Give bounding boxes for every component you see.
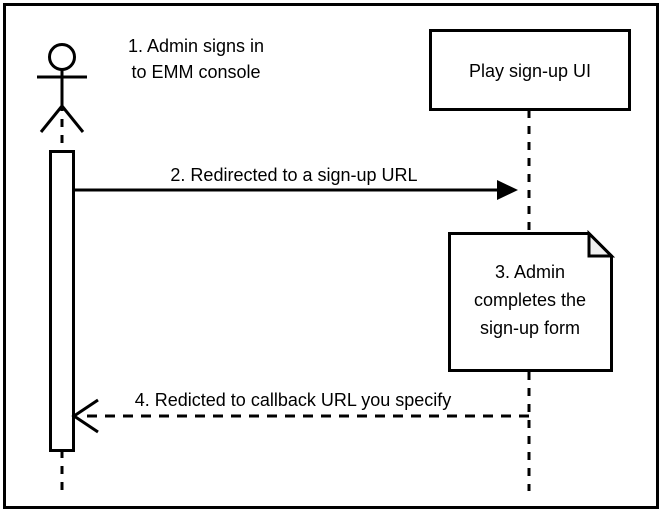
actor-label-line-1: 1. Admin signs in (128, 36, 264, 56)
note-fold-icon (587, 229, 616, 258)
message-2-label: 2. Redirected to a sign-up URL (170, 165, 417, 185)
participant-label: Play sign-up UI (469, 61, 591, 81)
note-line-3: sign-up form (480, 318, 580, 338)
note-shape (448, 232, 613, 372)
admin-actor (37, 43, 87, 133)
participant-box[interactable] (429, 29, 631, 111)
message-4-label: 4. Redicted to callback URL you specify (135, 390, 452, 410)
actor-activation-bar (49, 150, 75, 452)
message-4-arrowhead-icon (71, 398, 99, 434)
message-4: 4. Redicted to callback URL you specify (71, 390, 529, 434)
note-line-1: 3. Admin (495, 262, 565, 282)
signup-form-note: 3. Admin completes the sign-up form (448, 229, 616, 372)
actor-head-icon (48, 43, 76, 71)
actor-label-line-2: to EMM console (131, 62, 260, 82)
message-2-arrowhead-icon (497, 180, 518, 200)
actor-right-leg-icon (60, 105, 85, 133)
message-2: 2. Redirected to a sign-up URL (74, 165, 518, 200)
actor-left-leg-icon (39, 105, 64, 133)
note-line-2: completes the (474, 290, 586, 310)
